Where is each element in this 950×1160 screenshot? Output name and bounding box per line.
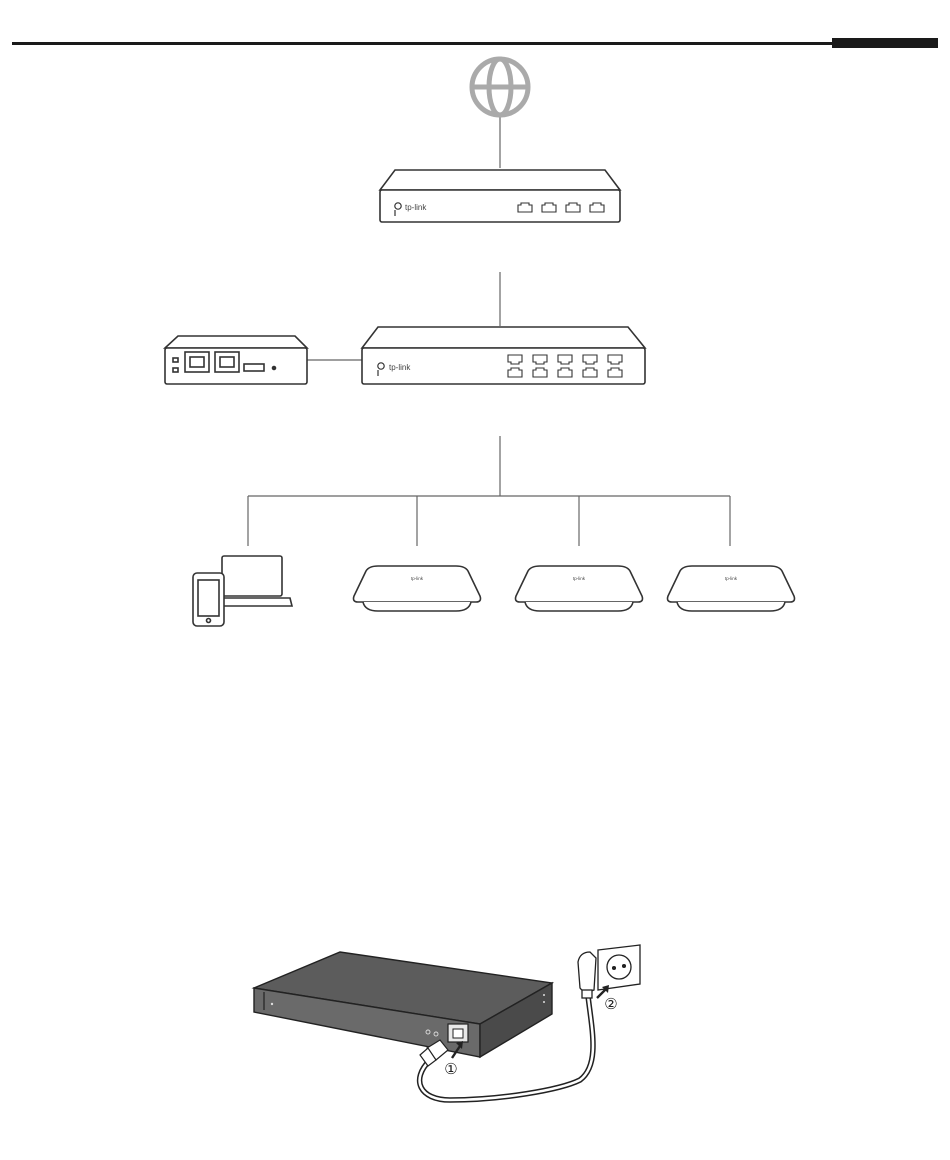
wall-outlet-icon: [598, 945, 640, 990]
step-2-marker: ②: [604, 996, 617, 1013]
laptop-phone-icon: [193, 556, 292, 626]
internet-globe-icon: [472, 59, 528, 115]
wall-plug-icon: [578, 952, 596, 998]
power-illustration: ① ②: [254, 945, 640, 1100]
header-tab: [832, 38, 938, 48]
access-point-2: tp-link: [516, 566, 643, 611]
header-rule: [12, 38, 938, 48]
switch: tp-link: [362, 327, 645, 384]
access-point-3: tp-link: [668, 566, 795, 611]
router-brand: tp-link: [405, 203, 427, 212]
step-1-marker: ①: [444, 1061, 457, 1078]
power-device: [254, 952, 552, 1057]
access-point-brand: tp-link: [573, 576, 586, 581]
router: tp-link: [380, 170, 620, 222]
access-point-brand: tp-link: [411, 576, 424, 581]
access-point-1: tp-link: [354, 566, 481, 611]
switch-brand: tp-link: [389, 363, 411, 372]
controller-icon: [165, 336, 307, 384]
access-point-brand: tp-link: [725, 576, 738, 581]
